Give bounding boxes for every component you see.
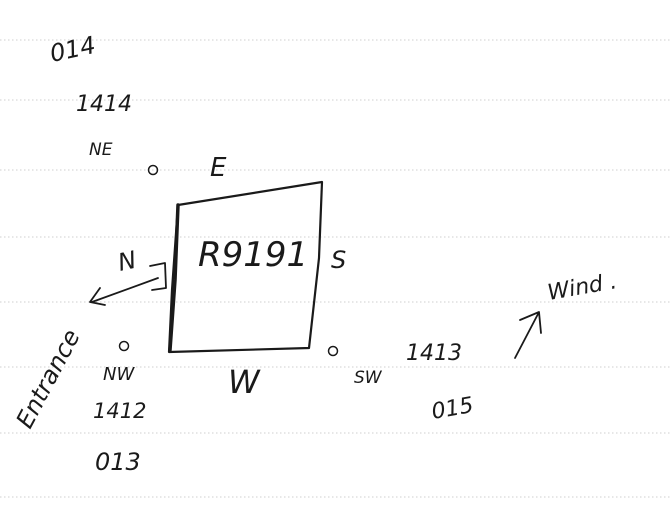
top-time: 1414 [76,92,132,117]
entrance-wall [168,203,180,352]
bottom-code: 013 [95,448,141,476]
corner-mark-nw [118,340,130,352]
north-label: N [115,246,138,277]
corner-mark-sw [327,345,339,357]
building-outline [167,180,324,354]
nw-label: NW [103,364,135,385]
entrance-word: Entrance [11,325,86,433]
right-code: 015 [430,393,476,425]
south-label: S [331,246,346,274]
entrance-arrow [89,277,159,306]
west-label: W [228,363,261,401]
building-id: R9191 [198,235,308,275]
sw-label: SW [354,368,383,388]
top-code: 014 [47,31,98,68]
wind-label: Wind . [546,269,619,306]
ne-label: NE [89,140,113,160]
sw-time: 1413 [406,341,462,366]
corner-mark-ne [147,164,159,176]
door-mark [149,262,167,291]
east-label: E [210,153,227,183]
wind-arrow [514,311,542,359]
nw-time: 1412 [93,399,146,423]
